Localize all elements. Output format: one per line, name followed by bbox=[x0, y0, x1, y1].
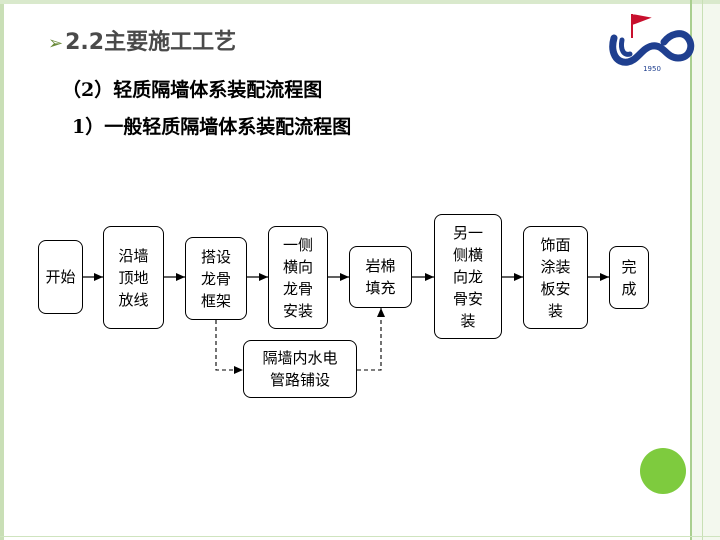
flow-node-rock-wool: 岩棉填充 bbox=[349, 246, 412, 308]
company-logo: 1950 bbox=[609, 14, 695, 73]
flow-node-finish-board: 饰面涂装板安装 bbox=[523, 226, 588, 329]
right-frame-line-inner bbox=[702, 0, 703, 540]
right-frame-line bbox=[690, 0, 692, 540]
flow-node-piping: 隔墙内水电管路铺设 bbox=[243, 340, 357, 398]
flow-node-finish-board-label: 饰面涂装板安装 bbox=[540, 235, 571, 320]
flow-node-one-side-keel-label: 一侧横向龙骨安装 bbox=[282, 235, 313, 320]
bullet-arrow-icon: ➢ bbox=[48, 33, 64, 54]
flow-node-rock-wool-label: 岩棉填充 bbox=[365, 257, 396, 297]
logo-swoosh-inner-icon bbox=[619, 37, 633, 57]
flow-node-layout-label: 沿墙顶地放线 bbox=[118, 246, 149, 309]
flow-node-keel-frame-label: 搭设龙骨框架 bbox=[200, 247, 231, 310]
flow-node-start-label: 开始 bbox=[45, 268, 76, 286]
logo-year: 1950 bbox=[643, 65, 661, 73]
logo-flag-icon bbox=[631, 14, 652, 38]
left-frame bbox=[0, 0, 4, 540]
flow-node-layout: 沿墙顶地放线 bbox=[103, 226, 164, 329]
section-title: ➢2.2主要施工工艺 bbox=[48, 24, 236, 56]
flow-node-one-side-keel: 一侧横向龙骨安装 bbox=[268, 226, 328, 329]
decorative-green-circle bbox=[640, 448, 686, 494]
subtitle-flowchart: （2）轻质隔墙体系装配流程图 bbox=[62, 79, 323, 101]
dashed-arrow-keel-frame-to-piping bbox=[215, 320, 243, 374]
dashed-arrow-piping-to-rock-wool bbox=[357, 308, 385, 371]
flow-node-other-side-keel: 另一侧横向龙骨安装 bbox=[434, 214, 502, 339]
flow-node-piping-label: 隔墙内水电管路铺设 bbox=[262, 349, 338, 389]
flow-node-other-side-keel-label: 另一侧横向龙骨安装 bbox=[452, 223, 483, 330]
logo-swoosh-icon bbox=[609, 30, 695, 66]
section-title-text: 2.2主要施工工艺 bbox=[65, 30, 237, 55]
right-frame-band bbox=[690, 0, 720, 540]
flow-node-start: 开始 bbox=[38, 240, 83, 314]
bottom-frame-line bbox=[0, 536, 720, 537]
flow-node-keel-frame: 搭设龙骨框架 bbox=[185, 237, 247, 320]
flow-node-done: 完成 bbox=[609, 246, 649, 309]
flow-node-done-label: 完成 bbox=[621, 257, 637, 298]
top-frame bbox=[0, 0, 720, 4]
subtitle-general-flowchart: 1）一般轻质隔墙体系装配流程图 bbox=[72, 116, 352, 138]
